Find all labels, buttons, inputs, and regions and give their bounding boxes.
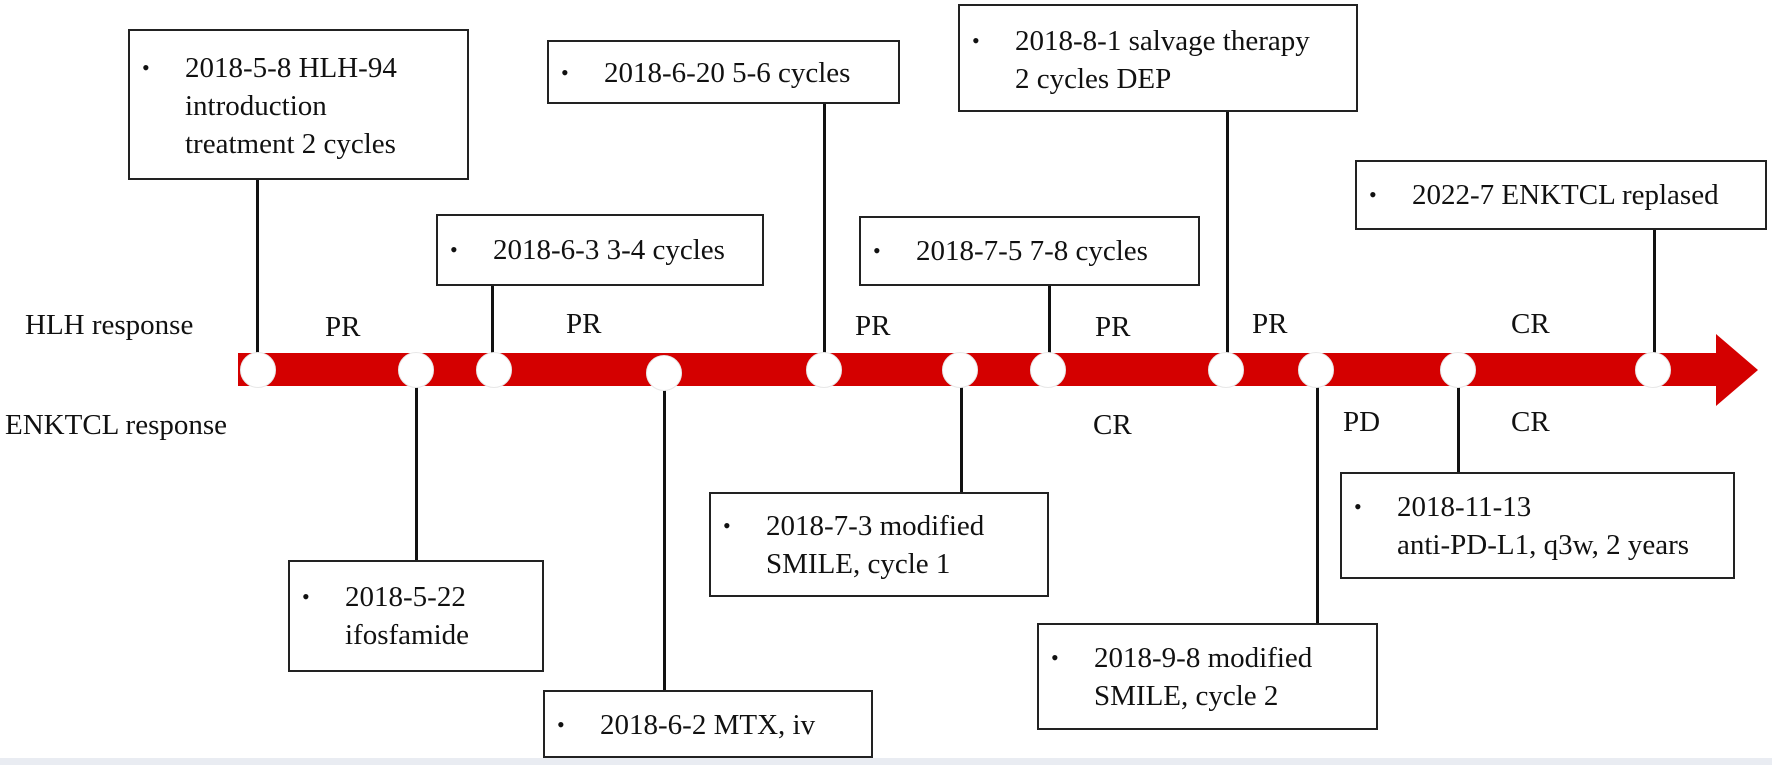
event-text: SMILE, cycle 2 [1094,680,1279,712]
event-bullet: 2018-6-3 3-4 cycles [438,231,762,269]
event-text: treatment 2 cycles [185,128,396,160]
event-bullet: 2018-11-13 anti-PD-L1, q3w, 2 years [1342,488,1733,564]
event-text: 2018-11-13 [1397,491,1532,523]
timeline-arrow-shaft [238,353,1721,386]
timeline-marker [1298,352,1334,388]
event-text: 2022-7 ENKTCL replased [1412,179,1719,211]
timeline-arrow-head [1716,334,1758,406]
event-bullet: 2018-6-20 5-6 cycles [549,54,898,92]
event-bullet: 2018-5-8 HLH-94 introduction treatment 2… [130,49,467,163]
connector-line [1653,228,1656,370]
timeline-marker [1030,352,1066,388]
event-box-smile-cycle-1: 2018-7-3 modified SMILE, cycle 1 [709,492,1049,597]
connector-line [1457,370,1460,473]
enktcl-state-label: CR [1511,406,1550,438]
event-text: ifosfamide [345,619,470,651]
hlh-state-label: CR [1511,308,1550,340]
timeline-marker [646,355,682,391]
event-bullet: 2018-8-1 salvage therapy 2 cycles DEP [960,22,1356,98]
event-text: 2018-7-5 7-8 cycles [916,235,1148,267]
event-text: 2018-9-8 modified [1094,642,1313,674]
event-box-cycles-7-8: 2018-7-5 7-8 cycles [859,216,1200,286]
event-text: 2018-5-8 HLH-94 [185,52,397,84]
event-box-anti-pd-l1: 2018-11-13 anti-PD-L1, q3w, 2 years [1340,472,1735,579]
enktcl-state-label: PD [1343,406,1381,438]
connector-line [1316,370,1319,625]
event-box-salvage-therapy: 2018-8-1 salvage therapy 2 cycles DEP [958,4,1358,112]
hlh-state-label: PR [325,311,361,343]
event-bullet: 2018-6-2 MTX, iv [545,706,871,744]
enktcl-response-row-label: ENKTCL response [5,409,228,441]
connector-line [960,370,963,494]
connector-line [1048,285,1051,370]
connector-line [256,180,259,370]
timeline-marker [1208,352,1244,388]
event-box-smile-cycle-2: 2018-9-8 modified SMILE, cycle 2 [1037,623,1378,730]
bottom-edge-band [0,758,1772,765]
event-bullet: 2018-7-3 modified SMILE, cycle 1 [711,507,1047,583]
event-box-hlh94-intro: 2018-5-8 HLH-94 introduction treatment 2… [128,29,469,180]
event-text: introduction [185,90,327,122]
connector-line [823,104,826,370]
event-text: 2018-6-2 MTX, iv [600,709,816,741]
timeline-marker [1635,352,1671,388]
event-text: 2 cycles DEP [1015,63,1172,95]
timeline-marker [240,352,276,388]
timeline-marker [942,352,978,388]
enktcl-state-label: CR [1093,409,1132,441]
event-text: SMILE, cycle 1 [766,548,951,580]
event-box-enktcl-relapsed: 2022-7 ENKTCL replased [1355,160,1767,230]
event-text: 2018-6-20 5-6 cycles [604,57,851,89]
event-box-cycles-3-4: 2018-6-3 3-4 cycles [436,214,764,286]
timeline-marker [398,352,434,388]
connector-line [663,370,666,692]
connector-line [415,370,418,560]
hlh-state-label: PR [566,308,602,340]
event-text: 2018-7-3 modified [766,510,985,542]
timeline-marker [1440,352,1476,388]
timeline-marker [806,352,842,388]
event-box-mtx-iv: 2018-6-2 MTX, iv [543,690,873,758]
event-box-cycles-5-6: 2018-6-20 5-6 cycles [547,40,900,104]
event-text: anti-PD-L1, q3w, 2 years [1397,529,1690,561]
event-text: 2018-6-3 3-4 cycles [493,234,725,266]
connector-line [491,286,494,370]
timeline-marker [476,352,512,388]
event-bullet: 2018-5-22 ifosfamide [290,578,542,654]
event-text: 2018-5-22 [345,581,466,613]
hlh-response-row-label: HLH response [25,309,194,341]
hlh-state-label: PR [1252,308,1288,340]
event-text: 2018-8-1 salvage therapy [1015,25,1310,57]
event-bullet: 2018-9-8 modified SMILE, cycle 2 [1039,639,1376,715]
connector-line [1226,112,1229,370]
hlh-state-label: PR [1095,311,1131,343]
event-bullet: 2018-7-5 7-8 cycles [861,232,1198,270]
event-box-ifosfamide: 2018-5-22 ifosfamide [288,560,544,672]
event-bullet: 2022-7 ENKTCL replased [1357,176,1765,214]
hlh-state-label: PR [855,310,891,342]
